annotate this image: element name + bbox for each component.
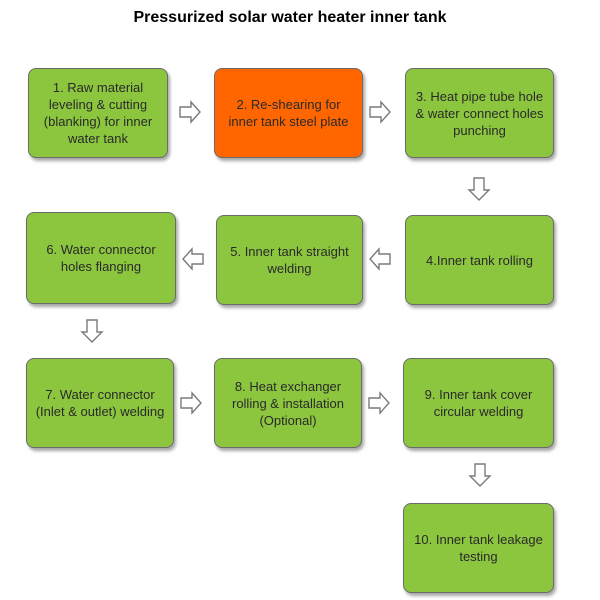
right-arrow-icon bbox=[180, 391, 202, 415]
step-10-box: 10. Inner tank leakage testing bbox=[403, 503, 554, 593]
left-arrow-icon bbox=[182, 247, 204, 271]
step-4-box: 4.Inner tank rolling bbox=[405, 215, 554, 305]
step-7-box: 7. Water connector (Inlet & outlet) weld… bbox=[26, 358, 174, 448]
left-arrow-icon bbox=[369, 247, 391, 271]
diagram-title: Pressurized solar water heater inner tan… bbox=[133, 9, 447, 26]
down-arrow-icon bbox=[80, 319, 104, 343]
step-2-box: 2. Re-shearing for inner tank steel plat… bbox=[214, 68, 363, 158]
down-arrow-icon bbox=[468, 463, 492, 487]
right-arrow-icon bbox=[368, 391, 390, 415]
step-1-box: 1. Raw material leveling & cutting (blan… bbox=[28, 68, 168, 158]
right-arrow-icon bbox=[369, 100, 391, 124]
step-3-box: 3. Heat pipe tube hole & water connect h… bbox=[405, 68, 554, 158]
step-8-box: 8. Heat exchanger rolling & installation… bbox=[214, 358, 362, 448]
step-9-box: 9. Inner tank cover circular welding bbox=[403, 358, 554, 448]
step-6-box: 6. Water connector holes flanging bbox=[26, 212, 176, 304]
down-arrow-icon bbox=[467, 177, 491, 201]
step-5-box: 5. Inner tank straight welding bbox=[216, 215, 363, 305]
right-arrow-icon bbox=[179, 100, 201, 124]
